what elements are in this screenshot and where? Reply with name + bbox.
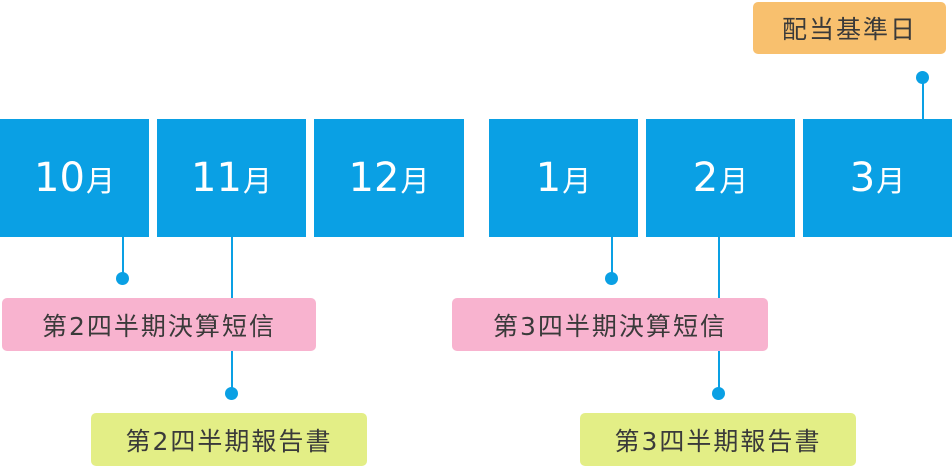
q2-houkokusho-tag: 第2四半期報告書: [91, 413, 367, 466]
q2-tanshin-dot: [116, 272, 129, 285]
month-number: 11: [191, 155, 242, 201]
month-unit: 月: [400, 163, 430, 198]
q3-tanshin-tag: 第3四半期決算短信: [452, 298, 768, 351]
record-date-label: 配当基準日: [781, 15, 917, 44]
month-unit: 月: [242, 163, 272, 198]
q3-tanshin-dot: [605, 272, 618, 285]
record-date-tag: 配当基準日: [753, 2, 946, 54]
record-date-connector: [922, 78, 924, 120]
q2-houkokusho-label: 第2四半期報告書: [125, 426, 333, 456]
q3-tanshin-connector: [611, 237, 613, 278]
q3-tanshin-label: 第3四半期決算短信: [493, 311, 727, 341]
month-number: 10: [34, 155, 85, 201]
q2-tanshin-tag: 第2四半期決算短信: [2, 298, 316, 351]
month-number: 2: [692, 155, 719, 201]
q3-houkokusho-tag: 第3四半期報告書: [580, 413, 856, 466]
q3-houkokusho-dot: [712, 387, 725, 400]
q2-houkokusho-dot: [225, 387, 238, 400]
record-date-dot: [916, 71, 929, 84]
month-number: 12: [348, 155, 400, 201]
q2-tanshin-connector: [122, 237, 124, 278]
month-number: 1: [535, 155, 562, 201]
month-unit: 月: [876, 163, 906, 198]
q3-houkokusho-label: 第3四半期報告書: [614, 426, 822, 456]
month-unit: 月: [85, 163, 115, 198]
month-unit: 月: [719, 163, 749, 198]
month-unit: 月: [562, 163, 592, 198]
month-number: 3: [849, 155, 876, 201]
q2-tanshin-label: 第2四半期決算短信: [42, 311, 276, 341]
